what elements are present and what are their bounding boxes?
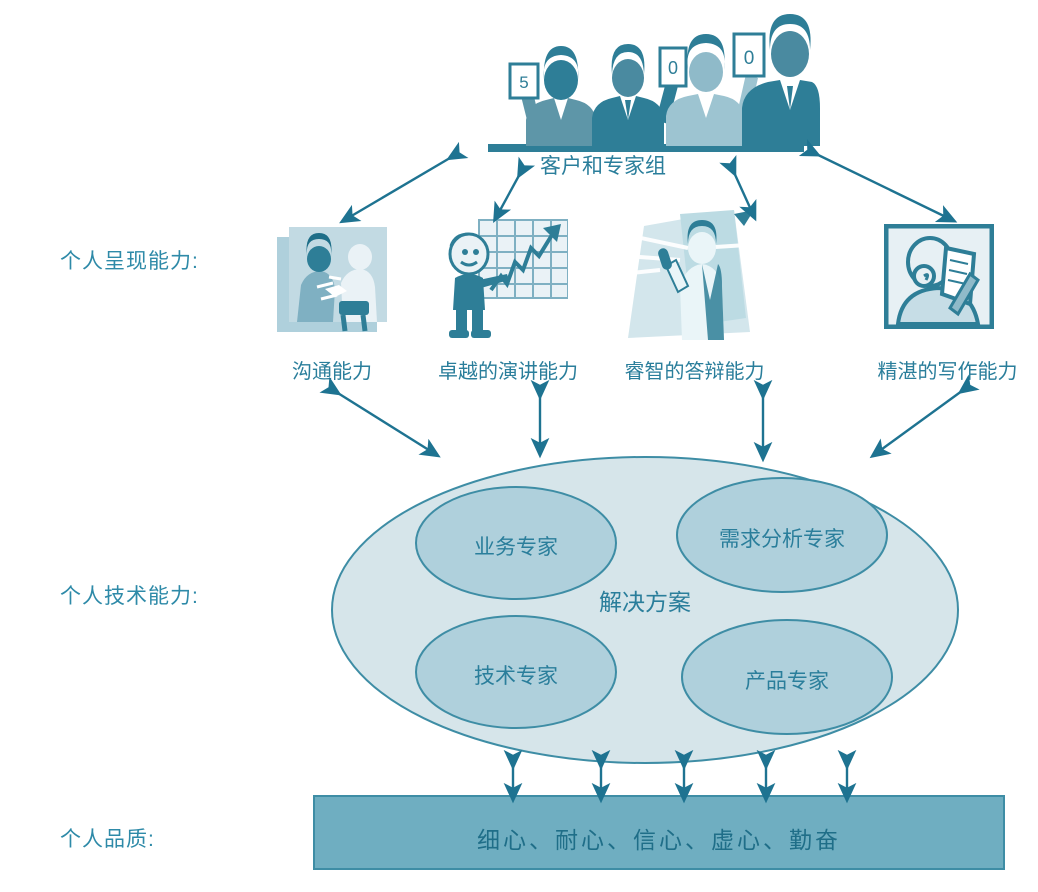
- personal-quality-text: 细心、耐心、信心、虚心、勤奋: [477, 827, 841, 853]
- row-label-presentation: 个人呈现能力:: [60, 250, 199, 273]
- writing-person-icon: [883, 223, 995, 330]
- solution-ellipse-group: 业务专家 需求分析专家 技术专家 产品专家 解决方案: [330, 455, 960, 765]
- handshake-meeting-photo-icon: [277, 227, 387, 332]
- arrow-audience-writing: [798, 139, 958, 223]
- row-label-technical: 个人技术能力:: [60, 585, 199, 608]
- row-label-quality: 个人品质:: [60, 828, 155, 851]
- audience-panel-illustration: 5 0 0: [470, 8, 820, 158]
- personal-quality-bar: 细心、耐心、信心、虚心、勤奋: [313, 795, 1005, 870]
- arrow-writing-solution: [869, 374, 980, 459]
- svg-text:5: 5: [519, 73, 528, 92]
- arrow-audience-defense: [719, 154, 757, 222]
- arrow-audience-communication: [339, 141, 469, 224]
- arrow-communication-solution: [319, 376, 441, 458]
- presenter-chart-icon: [443, 218, 569, 338]
- skill-caption-presenting: 卓越的演讲能力: [438, 361, 578, 383]
- audience-label: 客户和专家组: [540, 155, 666, 178]
- svg-text:0: 0: [668, 58, 678, 78]
- svg-text:0: 0: [744, 48, 755, 69]
- skill-caption-writing: 精湛的写作能力: [877, 361, 1018, 383]
- skill-caption-defense: 睿智的答辩能力: [624, 361, 765, 383]
- skill-caption-communication: 沟通能力: [292, 361, 372, 383]
- arrow-audience-presenting: [493, 156, 536, 224]
- microphone-speaker-icon: [621, 208, 763, 343]
